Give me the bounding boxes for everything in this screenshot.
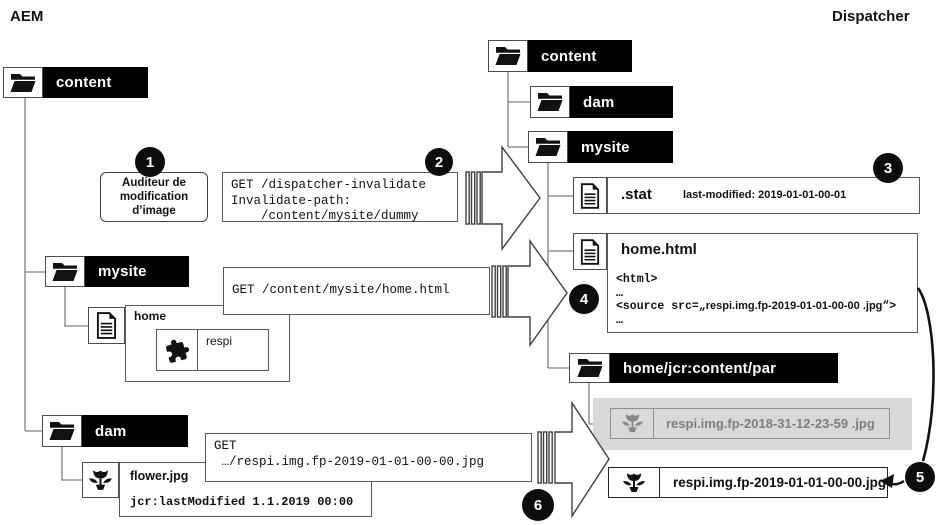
- code-line: …: [616, 313, 623, 327]
- page-flow-arrow: [507, 238, 568, 348]
- dispatcher-mysite-node: mysite: [568, 131, 673, 163]
- aem-home-page-box: home respi: [125, 305, 290, 382]
- page-request-box: GET /content/mysite/home.html: [223, 267, 490, 315]
- code-line-source: <source src=„respi.img.fp-2019-01-01-00-…: [616, 300, 897, 313]
- document-icon: [573, 177, 607, 214]
- aem-mysite-node: mysite: [85, 256, 189, 287]
- fresh-image-box: respi.img.fp-2019-01-01-00-00.jpg: [608, 467, 888, 498]
- step-badge-5: 5: [905, 462, 935, 492]
- code-line: <html>: [616, 273, 658, 286]
- step-badge-6: 6: [522, 489, 554, 521]
- flower-asset-box: flower.jpg jcr:lastModified 1.1.2019 00:…: [119, 462, 372, 517]
- auditor-line: modification: [119, 191, 189, 203]
- respi-component-label: respi: [206, 334, 233, 348]
- folder-icon: [45, 256, 85, 287]
- stale-image-label: respi.img.fp-2018-31-12-23-59 .jpg: [666, 416, 875, 431]
- stat-last-modified: last-modified: 2019-01-01-00-01: [683, 189, 847, 201]
- aem-dam-node: dam: [82, 415, 188, 447]
- home-page-label: home: [134, 309, 167, 323]
- folder-icon: [3, 67, 43, 98]
- stale-image-box: respi.img.fp-2018-31-12-23-59 .jpg: [610, 408, 890, 439]
- puzzle-icon: [157, 330, 198, 370]
- document-icon: [88, 307, 125, 344]
- dispatcher-par-node: home/jcr:content/par: [610, 353, 838, 383]
- dispatcher-dam-node: dam: [570, 86, 673, 118]
- code-line: …: [616, 286, 623, 300]
- folder-icon: [569, 353, 610, 383]
- image-request-box: GET …/respi.img.fp-2019-01-01-00-00.jpg: [205, 433, 532, 482]
- folder-icon: [530, 86, 570, 118]
- dispatcher-title: Dispatcher: [832, 8, 910, 25]
- cached-image-filename: respi.img.fp-2019-01-01-00-00 .jpg: [705, 300, 883, 312]
- dispatcher-content-node: content: [528, 40, 632, 72]
- flower-lastmodified: jcr:lastModified 1.1.2019 00:00: [130, 495, 354, 509]
- step-badge-4: 4: [569, 284, 599, 314]
- flower-image-icon: [609, 468, 660, 497]
- home-html-name: home.html: [621, 241, 697, 258]
- step-badge-3: 3: [873, 153, 903, 183]
- step-badge-2: 2: [425, 148, 453, 176]
- folder-icon: [42, 415, 82, 447]
- home-html-box: home.html <html> … <source src=„respi.im…: [607, 233, 918, 333]
- image-audit-listener-box: Auditeur de modification d’image: [100, 172, 208, 222]
- folder-icon: [488, 40, 528, 72]
- respi-component-box: respi: [156, 329, 269, 371]
- aem-title: AEM: [10, 8, 44, 25]
- auditor-line: Auditeur de: [122, 177, 186, 189]
- folder-icon: [528, 131, 568, 163]
- flower-asset-label: flower.jpg: [130, 469, 189, 483]
- aem-content-node: content: [43, 67, 148, 98]
- invalidate-request-box: GET /dispatcher-invalidate Invalidate-pa…: [222, 172, 458, 223]
- stat-file-name: .stat: [621, 186, 652, 203]
- flower-image-icon: [82, 462, 119, 498]
- document-icon: [573, 233, 607, 270]
- home-html-source: <html> … <source src=„respi.img.fp-2019-…: [616, 273, 896, 327]
- fresh-image-label: respi.img.fp-2019-01-01-00-00.jpg: [673, 475, 887, 490]
- stat-file-box: .stat last-modified: 2019-01-01-00-01: [607, 177, 920, 214]
- step-badge-1: 1: [135, 147, 165, 177]
- auditor-line: d’image: [132, 205, 176, 217]
- flower-image-icon-gray: [611, 409, 654, 438]
